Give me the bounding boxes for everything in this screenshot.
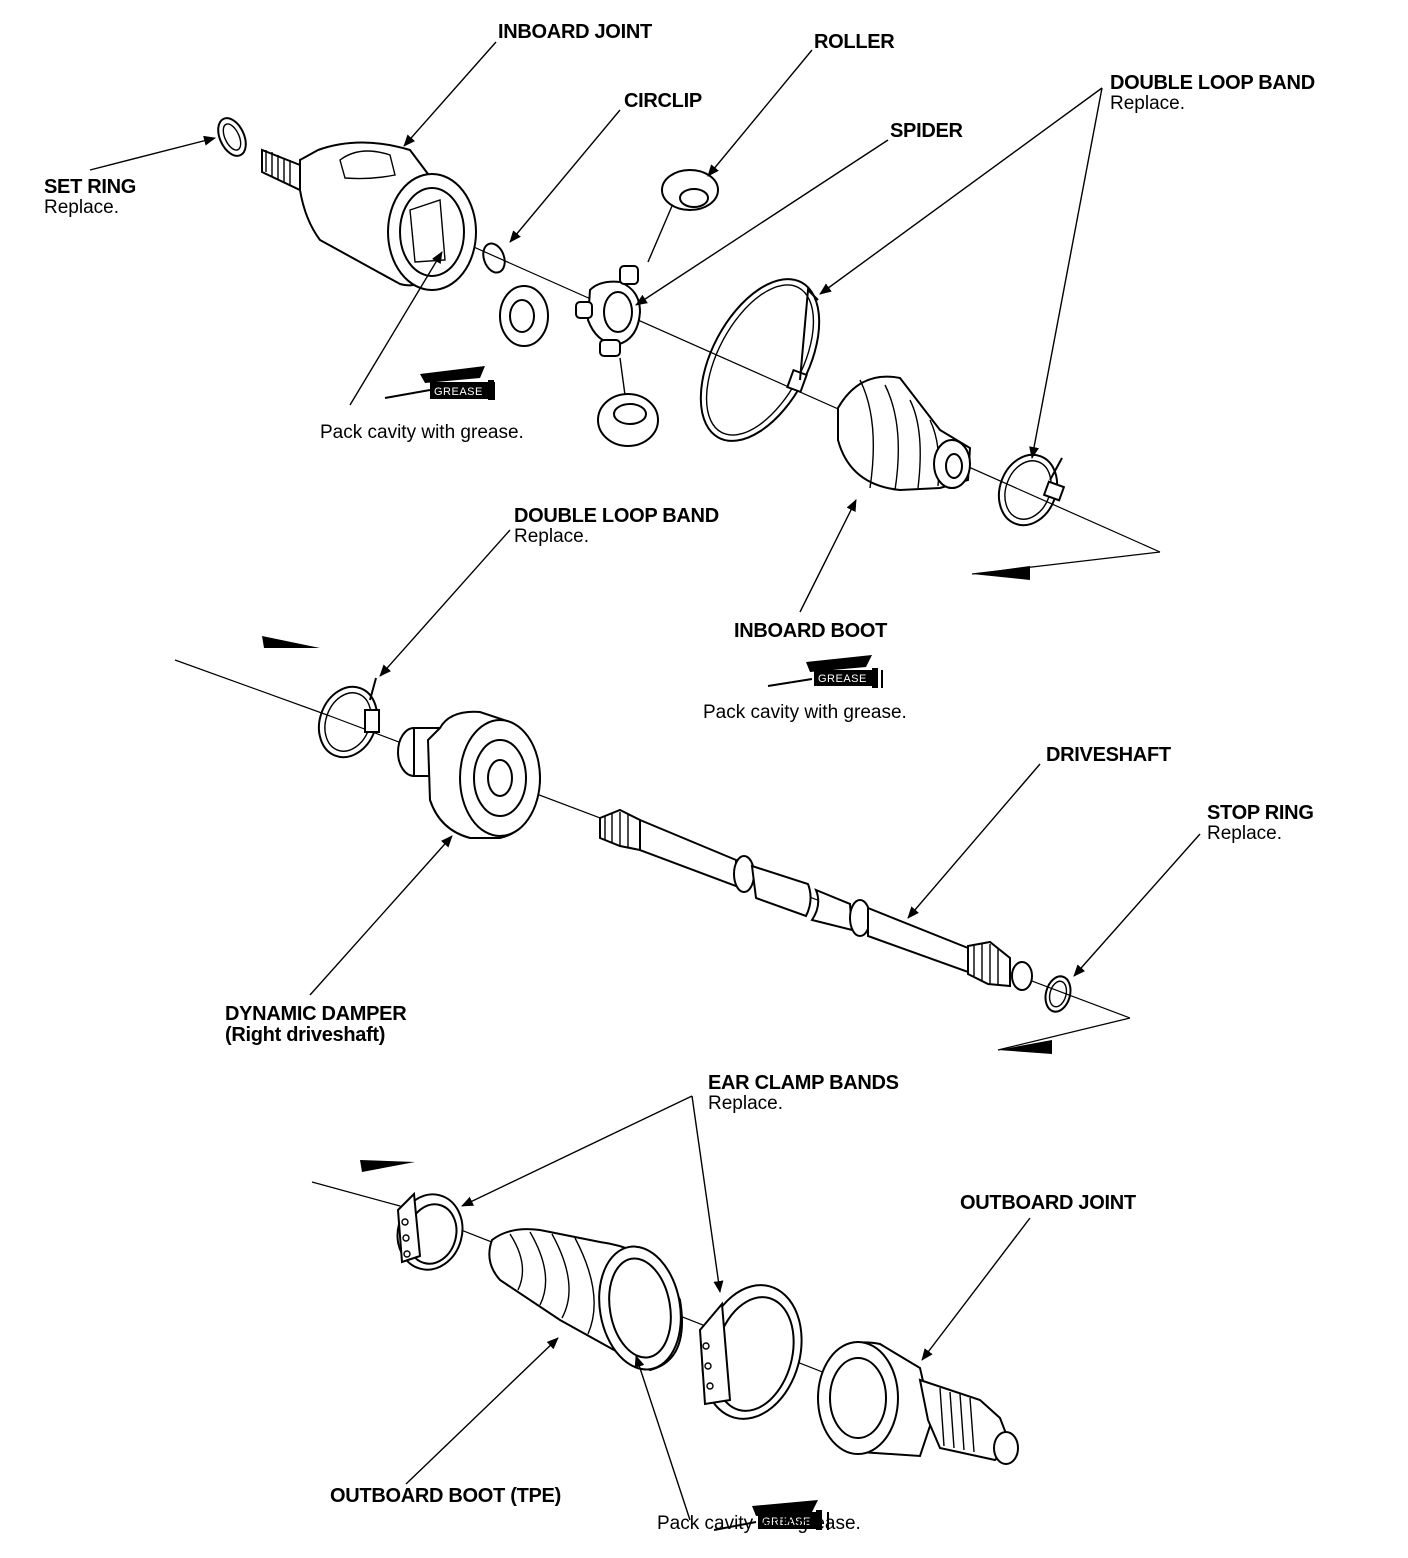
- ear-clamp-band-small: [396, 1191, 464, 1271]
- label-stop-ring: STOP RING Replace.: [1207, 802, 1314, 844]
- mid-entry-arrow: [262, 636, 320, 648]
- bottom-entry-line: [311, 1181, 401, 1207]
- leader-double-loop-band-mid: [379, 529, 511, 677]
- label-ear-clamp-bands: EAR CLAMP BANDS Replace.: [708, 1072, 899, 1114]
- leader-double-loop-band-a: [819, 87, 1103, 295]
- mid-continuation-arrow: [998, 1040, 1052, 1054]
- leader-outboard-joint: [921, 1217, 1031, 1361]
- leader-driveshaft: [907, 763, 1041, 919]
- note-pack-grease-outboard: Pack cavity with grease.: [657, 1513, 861, 1534]
- outboard-boot: [488, 1228, 683, 1372]
- inboard-boot: [837, 375, 972, 492]
- driveshaft: [599, 808, 1033, 991]
- label-inboard-joint: INBOARD JOINT: [498, 21, 652, 43]
- svg-text:GREASE: GREASE: [434, 386, 483, 398]
- leader-outboard-boot: [405, 1337, 559, 1485]
- leader-inboard-joint: [403, 41, 497, 147]
- grease-tube-icon: GREASE: [767, 655, 883, 688]
- circlip: [482, 242, 506, 274]
- leader-inboard-boot: [799, 499, 857, 613]
- label-double-loop-band-top: DOUBLE LOOP BAND Replace.: [1110, 72, 1315, 114]
- svg-text:GREASE: GREASE: [762, 1516, 811, 1528]
- roller-left: [499, 285, 549, 347]
- bottom-entry-arrow: [360, 1160, 415, 1172]
- mid-continuation-line: [997, 1017, 1131, 1051]
- leader-ear-clamp-band-b: [691, 1095, 724, 1293]
- label-outboard-boot: OUTBOARD BOOT (TPE): [330, 1485, 561, 1507]
- label-driveshaft: DRIVESHAFT: [1046, 744, 1171, 766]
- leader-ear-clamp-band-a: [461, 1095, 693, 1207]
- double-loop-band-large: [699, 278, 821, 442]
- ear-clamp-band-large: [698, 1284, 803, 1420]
- leader-pack-grease-outboard: [634, 1355, 691, 1521]
- spider: [575, 265, 642, 357]
- label-circlip: CIRCLIP: [624, 90, 702, 112]
- leader-double-loop-band-b: [1029, 87, 1103, 459]
- set-ring: [217, 117, 247, 157]
- label-outboard-joint: OUTBOARD JOINT: [960, 1192, 1136, 1214]
- leader-dynamic-damper: [309, 835, 453, 996]
- grease-tube-icon: GREASE: [384, 366, 495, 400]
- inboard-joint: [261, 141, 477, 291]
- leader-set-ring: [89, 135, 216, 171]
- label-spider: SPIDER: [890, 120, 963, 142]
- label-roller: ROLLER: [814, 31, 895, 53]
- note-pack-grease-inboard-joint: Pack cavity with grease.: [320, 422, 524, 443]
- top-continuation-arrow: [972, 566, 1030, 580]
- label-set-ring: SET RING Replace.: [44, 176, 137, 218]
- stop-ring: [1044, 975, 1072, 1013]
- dynamic-damper: [397, 710, 542, 839]
- leader-pack-grease-inboard-joint: [349, 251, 443, 406]
- label-inboard-boot: INBOARD BOOT: [734, 620, 888, 642]
- leader-stop-ring: [1073, 833, 1201, 977]
- label-double-loop-band-mid: DOUBLE LOOP BAND Replace.: [514, 505, 719, 547]
- leader-roller: [707, 49, 813, 177]
- mid-entry-line: [174, 659, 331, 717]
- leader-spider: [635, 139, 889, 306]
- roller-top: [647, 169, 719, 263]
- label-dynamic-damper: DYNAMIC DAMPER (Right driveshaft): [225, 1003, 407, 1046]
- leader-circlip: [509, 109, 621, 243]
- grease-tube-icon: GREASE: [713, 1500, 829, 1531]
- roller-bottom: [597, 357, 659, 447]
- double-loop-band-small: [997, 453, 1066, 527]
- double-loop-band-mid: [317, 677, 380, 759]
- svg-text:GREASE: GREASE: [818, 673, 867, 685]
- outboard-joint: [816, 1341, 1019, 1465]
- note-pack-grease-inboard-boot: Pack cavity with grease.: [703, 702, 907, 723]
